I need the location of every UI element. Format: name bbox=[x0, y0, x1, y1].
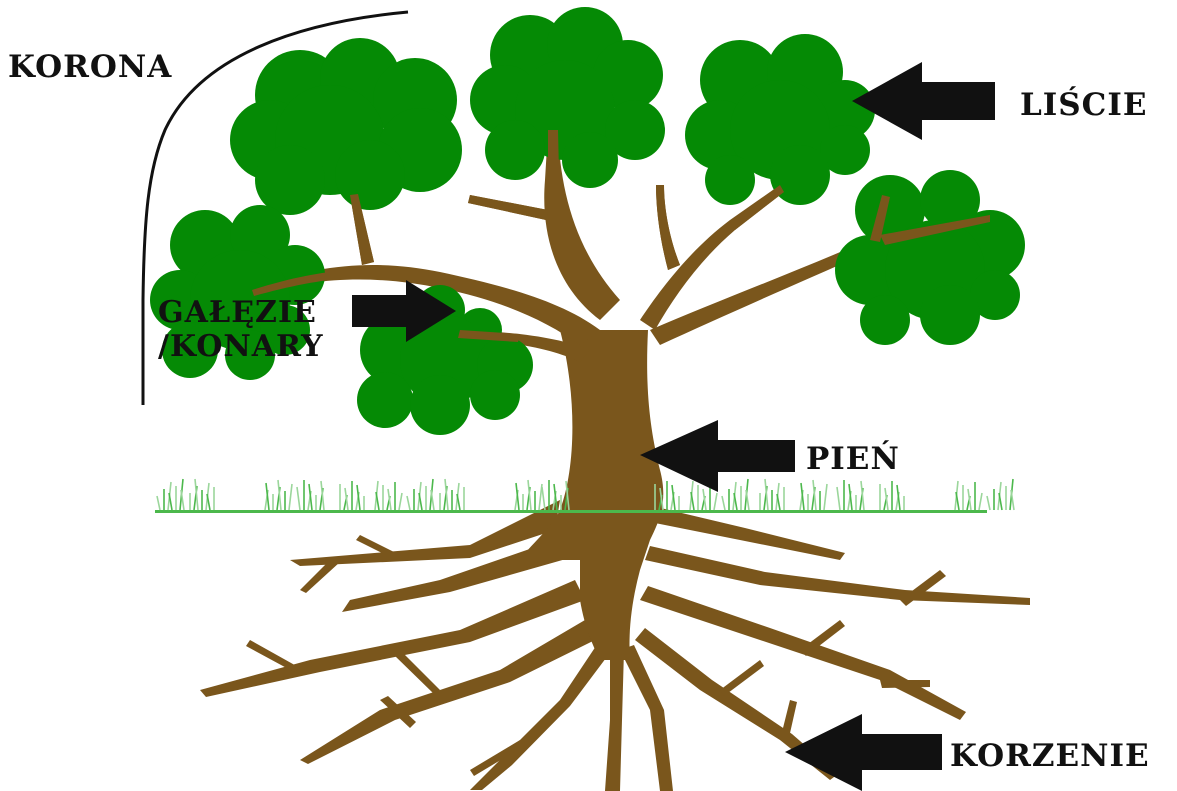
right-arrow-icon bbox=[352, 280, 456, 342]
grass-blade bbox=[776, 493, 781, 511]
grass-blade bbox=[998, 492, 1003, 511]
grass-blade bbox=[690, 491, 695, 511]
branches-label-line1: GAŁĘZIE bbox=[158, 295, 317, 330]
branches-label: GAŁĘZIE /KONARY bbox=[158, 296, 323, 363]
grass-blade bbox=[745, 489, 750, 511]
grass bbox=[155, 478, 1015, 513]
grass-blade bbox=[800, 482, 805, 511]
grass-blade bbox=[168, 492, 173, 511]
grass-blade bbox=[444, 478, 449, 511]
grass-blade bbox=[702, 488, 707, 511]
grass-blade bbox=[733, 492, 738, 511]
grass-blade bbox=[1010, 489, 1015, 511]
grass-blade bbox=[194, 478, 199, 511]
foliage-clump bbox=[470, 7, 665, 188]
left-arrow-icon bbox=[785, 714, 942, 791]
grass-blade bbox=[406, 495, 411, 511]
grass-blade bbox=[308, 483, 313, 511]
grass-blade bbox=[344, 487, 349, 511]
grass-blade bbox=[296, 486, 301, 511]
foliage-clump bbox=[230, 38, 462, 215]
grass-blade bbox=[721, 495, 726, 511]
grass-blade bbox=[836, 486, 841, 511]
grass-blade bbox=[398, 492, 403, 511]
grass-blade bbox=[896, 484, 901, 511]
branch-tips bbox=[252, 130, 990, 342]
grass-blade bbox=[375, 491, 380, 511]
grass-blade bbox=[978, 492, 983, 511]
grass-blade bbox=[848, 483, 853, 511]
roots bbox=[200, 500, 1030, 791]
grass-blade bbox=[277, 479, 282, 511]
grass-blade bbox=[418, 492, 423, 511]
grass-blade bbox=[553, 483, 558, 511]
crown-label: KORONA bbox=[8, 49, 173, 85]
grass-blade bbox=[430, 489, 435, 511]
grass-blade bbox=[206, 493, 211, 511]
grass-blade bbox=[812, 479, 817, 511]
trunk-label: PIEŃ bbox=[806, 441, 900, 477]
grass-blade bbox=[565, 480, 570, 511]
grass-blade bbox=[156, 495, 161, 511]
grass-blade bbox=[955, 491, 960, 511]
grass-blade bbox=[387, 488, 392, 511]
crown-bracket-line bbox=[141, 10, 409, 405]
foliage-clump bbox=[685, 34, 875, 205]
grass-blade bbox=[288, 483, 293, 511]
grass-blade bbox=[456, 493, 461, 511]
grass-blade bbox=[320, 480, 325, 511]
foliage-clump bbox=[835, 170, 1025, 345]
grass-blade bbox=[659, 487, 664, 511]
left-arrow-icon bbox=[640, 420, 795, 492]
grass-blade bbox=[764, 478, 769, 511]
foliage-clump bbox=[150, 205, 325, 380]
grass-blade bbox=[713, 492, 718, 511]
grass-blade bbox=[265, 482, 270, 511]
grass-blade bbox=[967, 488, 972, 511]
grass-blade bbox=[527, 479, 532, 511]
grass-blade bbox=[986, 495, 991, 511]
grass-blade bbox=[823, 483, 828, 511]
roots-label: KORZENIE bbox=[950, 738, 1150, 774]
grass-blade bbox=[180, 489, 185, 511]
grass-blade bbox=[884, 487, 889, 511]
leaves-label: LIŚCIE bbox=[1020, 87, 1148, 123]
grass-blade bbox=[671, 484, 676, 511]
branches-label-line2: /KONARY bbox=[158, 328, 324, 364]
left-arrow-icon bbox=[852, 62, 995, 140]
grass-blade bbox=[860, 480, 865, 511]
grass-blade bbox=[356, 484, 361, 511]
grass-blade bbox=[541, 486, 546, 511]
grass-blade bbox=[515, 482, 520, 511]
